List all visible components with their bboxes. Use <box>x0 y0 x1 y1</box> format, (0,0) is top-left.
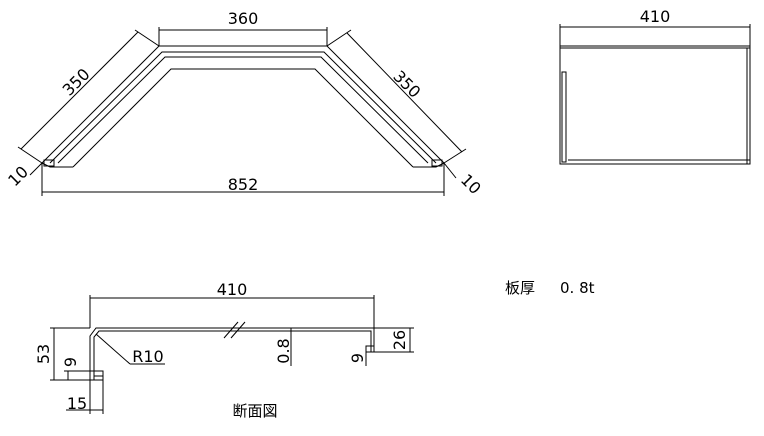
dim-350r-ext-bottom <box>443 148 467 164</box>
dim-r10-leader <box>95 333 131 365</box>
dim-section-height: 53 <box>34 344 53 364</box>
dim-section-left-lip: 9 <box>61 357 80 367</box>
dim-right-end: 10 <box>457 170 485 198</box>
dim-10-right-leader <box>443 162 457 179</box>
side-view-outline <box>559 45 751 165</box>
plate-thickness-label: 板厚 <box>505 279 535 297</box>
cross-section <box>50 295 414 414</box>
section-caption: 断面図 <box>232 402 277 420</box>
top-view-tab-right <box>431 159 443 167</box>
plate-thickness-value: 0. 8t <box>560 279 595 297</box>
dim-section-width: 410 <box>217 280 248 299</box>
dim-350l-ext-bottom <box>17 146 43 164</box>
dim-350r-ext-top <box>326 29 352 47</box>
dim-left-end: 10 <box>4 162 32 190</box>
dim-bottom-width: 852 <box>228 175 259 194</box>
top-view-inner-3 <box>72 68 414 168</box>
top-view-bottom-right <box>413 162 445 168</box>
side-view <box>559 24 751 165</box>
dim-section-right-height: 26 <box>390 330 409 350</box>
top-view-inner-1 <box>49 51 437 164</box>
dim-side-width: 410 <box>640 7 671 26</box>
dim-right-slant: 350 <box>389 67 424 102</box>
dim-350l-line <box>20 31 139 150</box>
dim-350l-ext-top <box>134 29 160 47</box>
top-view-tab-left <box>43 159 55 167</box>
dim-section-radius: R10 <box>132 347 163 366</box>
section-right-lip-box <box>365 345 375 353</box>
section-break-mark-2 <box>230 321 246 339</box>
top-view-inner-2 <box>57 56 429 164</box>
dim-section-thickness: 0.8 <box>274 338 293 363</box>
section-left-lip-box <box>93 370 104 381</box>
top-view <box>17 27 467 196</box>
section-break-mark-1 <box>223 321 239 339</box>
dim-350r-line <box>346 32 463 153</box>
dim-10-left-leader <box>29 162 43 176</box>
dim-section-right-lip: 9 <box>348 353 367 363</box>
top-view-bottom-left <box>41 162 73 168</box>
dim-top-width: 360 <box>228 9 259 28</box>
side-view-left-lip <box>561 71 567 163</box>
top-view-outline <box>41 45 445 164</box>
dim-left-slant: 350 <box>59 65 94 100</box>
dim-section-bottom-len: 15 <box>67 394 87 413</box>
section-profile-outer <box>89 327 375 381</box>
